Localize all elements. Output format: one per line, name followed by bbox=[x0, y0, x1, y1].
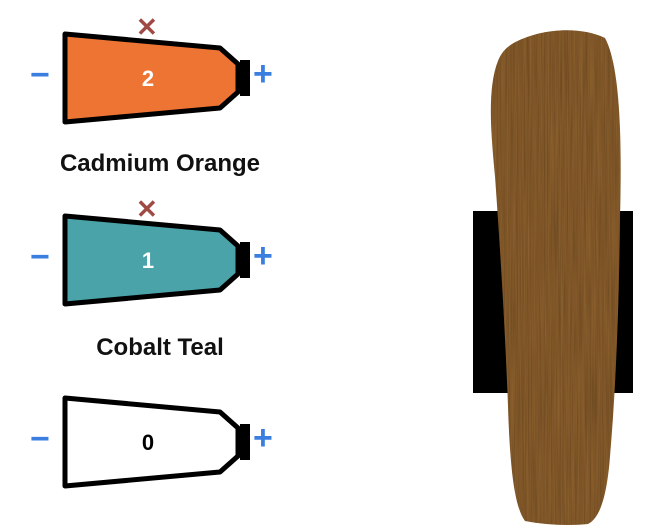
paint-name-label: Cadmium Orange bbox=[59, 150, 261, 177]
increase-button[interactable]: + bbox=[253, 237, 273, 275]
paint-tube-cadmium-orange: ✕ − 2 + bbox=[30, 14, 290, 126]
remove-tube-button[interactable]: ✕ bbox=[136, 194, 158, 224]
tube-count: 1 bbox=[142, 248, 154, 273]
tube-cap bbox=[240, 424, 250, 460]
paint-tube-cobalt-teal: ✕ − 1 + bbox=[30, 196, 290, 308]
tube-body[interactable]: 0 bbox=[60, 394, 290, 490]
tube-body[interactable]: 2 bbox=[60, 30, 290, 126]
paint-stroke bbox=[490, 30, 621, 526]
tube-count: 2 bbox=[142, 66, 154, 91]
tube-cap bbox=[240, 60, 250, 96]
tube-shape bbox=[62, 395, 241, 489]
tube-body[interactable]: 1 bbox=[60, 212, 290, 308]
increase-button[interactable]: + bbox=[253, 419, 273, 457]
mixing-canvas bbox=[470, 26, 640, 526]
tube-shape bbox=[62, 213, 241, 307]
tube-count: 0 bbox=[142, 430, 154, 455]
remove-tube-button[interactable]: ✕ bbox=[136, 12, 158, 42]
decrease-button[interactable]: − bbox=[30, 238, 50, 276]
tube-shape bbox=[62, 31, 241, 125]
decrease-button[interactable]: − bbox=[30, 56, 50, 94]
mix-preview bbox=[473, 30, 633, 526]
tube-cap bbox=[240, 242, 250, 278]
paint-name-label: Cobalt Teal bbox=[96, 334, 224, 361]
paint-tube-empty: − 0 + bbox=[30, 394, 290, 490]
decrease-button[interactable]: − bbox=[30, 420, 50, 458]
increase-button[interactable]: + bbox=[253, 55, 273, 93]
